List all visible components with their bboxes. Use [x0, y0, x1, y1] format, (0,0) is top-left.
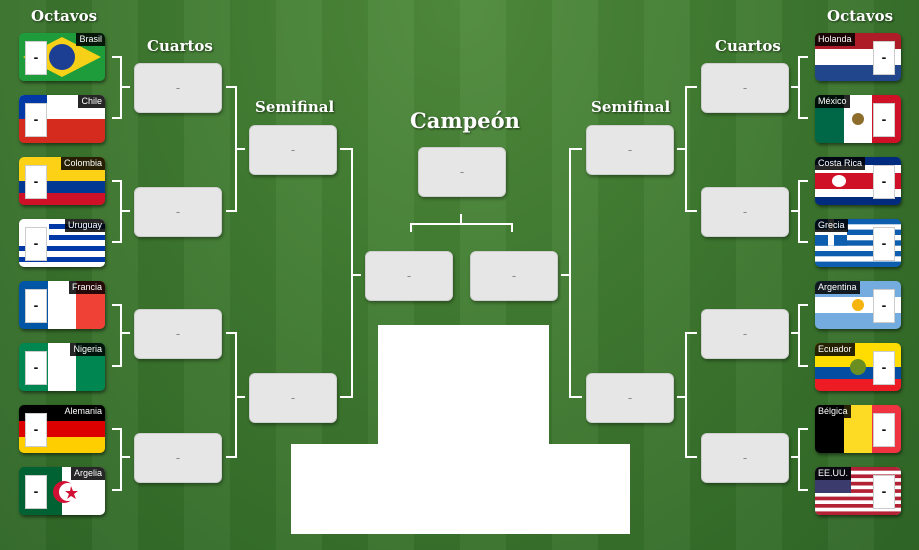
team-name: Francia: [69, 281, 105, 294]
semifinal-slot[interactable]: -: [249, 125, 337, 175]
score-field[interactable]: -: [25, 289, 47, 323]
final-slot[interactable]: -: [365, 251, 453, 301]
octavos-right-header: Octavos: [827, 7, 893, 25]
campeon-slot[interactable]: -: [418, 147, 506, 197]
semifinal-slot[interactable]: -: [586, 373, 674, 423]
team-name: Nigeria: [70, 343, 105, 356]
cuartos-slot[interactable]: -: [701, 187, 789, 237]
cuartos-slot[interactable]: -: [134, 433, 222, 483]
score-field[interactable]: -: [25, 413, 47, 447]
team-chile[interactable]: Chile -: [19, 95, 105, 143]
team-colombia[interactable]: Colombia -: [19, 157, 105, 205]
podium-base: [291, 444, 630, 534]
score-field[interactable]: -: [873, 227, 895, 261]
score-field[interactable]: -: [25, 103, 47, 137]
score-field[interactable]: -: [873, 351, 895, 385]
semifinal-left-header: Semifinal: [255, 98, 334, 116]
score-field[interactable]: -: [873, 165, 895, 199]
team-name: Grecia: [815, 219, 848, 232]
team-name: Costa Rica: [815, 157, 865, 170]
team-uruguay[interactable]: Uruguay -: [19, 219, 105, 267]
team-brasil[interactable]: Brasil -: [19, 33, 105, 81]
score-field[interactable]: -: [25, 41, 47, 75]
score-field[interactable]: -: [873, 41, 895, 75]
team-name: Brasil: [76, 33, 105, 46]
team-name: Argelia: [71, 467, 105, 480]
team-argentina[interactable]: Argentina -: [815, 281, 901, 329]
score-field[interactable]: -: [25, 165, 47, 199]
score-field[interactable]: -: [873, 413, 895, 447]
team-nigeria[interactable]: Nigeria -: [19, 343, 105, 391]
team-name: Holanda: [815, 33, 855, 46]
team-belgica[interactable]: Bélgica -: [815, 405, 901, 453]
cuartos-slot[interactable]: -: [134, 187, 222, 237]
team-francia[interactable]: Francia -: [19, 281, 105, 329]
team-name: EE.UU.: [815, 467, 851, 480]
semifinal-right-header: Semifinal: [591, 98, 670, 116]
cuartos-slot[interactable]: -: [701, 309, 789, 359]
team-eeuu[interactable]: EE.UU. -: [815, 467, 901, 515]
team-name: México: [815, 95, 850, 108]
team-name: Chile: [78, 95, 105, 108]
score-field[interactable]: -: [25, 351, 47, 385]
team-name: Ecuador: [815, 343, 855, 356]
team-grecia[interactable]: Grecia -: [815, 219, 901, 267]
team-name: Argentina: [815, 281, 860, 294]
cuartos-slot[interactable]: -: [701, 63, 789, 113]
octavos-left-header: Octavos: [31, 7, 97, 25]
team-name: Alemania: [61, 405, 105, 418]
score-field[interactable]: -: [873, 289, 895, 323]
final-slot[interactable]: -: [470, 251, 558, 301]
team-ecuador[interactable]: Ecuador -: [815, 343, 901, 391]
score-field[interactable]: -: [25, 475, 47, 509]
team-name: Colombia: [61, 157, 105, 170]
score-field[interactable]: -: [25, 227, 47, 261]
cuartos-slot[interactable]: -: [134, 63, 222, 113]
team-holanda[interactable]: Holanda -: [815, 33, 901, 81]
team-argelia[interactable]: Argelia -: [19, 467, 105, 515]
team-name: Bélgica: [815, 405, 851, 418]
podium-top: [378, 325, 549, 450]
team-name: Uruguay: [65, 219, 105, 232]
team-costa-rica[interactable]: Costa Rica -: [815, 157, 901, 205]
campeon-header: Campeón: [410, 108, 520, 133]
score-field[interactable]: -: [873, 475, 895, 509]
team-alemania[interactable]: Alemania -: [19, 405, 105, 453]
cuartos-left-header: Cuartos: [147, 37, 213, 55]
cuartos-right-header: Cuartos: [715, 37, 781, 55]
team-mexico[interactable]: México -: [815, 95, 901, 143]
cuartos-slot[interactable]: -: [134, 309, 222, 359]
semifinal-slot[interactable]: -: [586, 125, 674, 175]
semifinal-slot[interactable]: -: [249, 373, 337, 423]
cuartos-slot[interactable]: -: [701, 433, 789, 483]
score-field[interactable]: -: [873, 103, 895, 137]
